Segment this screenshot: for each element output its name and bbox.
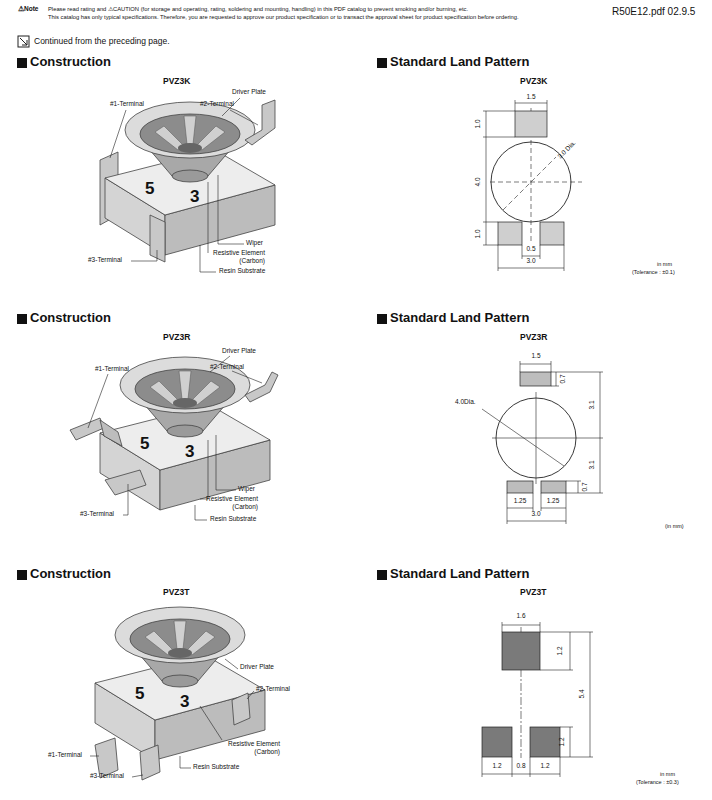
part-label: in mm	[657, 262, 672, 268]
dimension-value: 1.5	[531, 353, 540, 360]
dimension-value: 1.0	[475, 229, 482, 238]
part-label: #3-Terminal	[80, 511, 114, 518]
part-marking: 3	[190, 188, 199, 206]
part-label: Driver Plate	[222, 348, 256, 355]
dimension-value: 4.0	[475, 177, 482, 186]
part-label: (in mm)	[665, 524, 684, 530]
section-heading: Standard Land Pattern	[390, 311, 529, 325]
dimension-value: 1.2	[492, 763, 501, 770]
part-label: Driver Plate	[240, 664, 274, 671]
dimension-value: 5.4	[579, 689, 586, 698]
dimension-value: 3.1	[589, 460, 596, 469]
part-label: #1-Terminal	[48, 752, 82, 759]
part-label: Resin Substrate	[219, 268, 265, 275]
dimension-value: 3.0	[526, 258, 535, 265]
part-label: (Tolerance : ±0.1)	[632, 270, 675, 276]
dimension-value: 3.1	[589, 400, 596, 409]
dimension-value: 1.5	[526, 94, 535, 101]
part-label: in mm	[660, 772, 675, 778]
part-label: #3-Terminal	[88, 257, 122, 264]
part-label: #2-Terminal	[210, 364, 244, 371]
dimension-value: 1.2	[557, 646, 564, 655]
part-label: #1-Terminal	[95, 366, 129, 373]
section-heading: Standard Land Pattern	[390, 567, 529, 581]
part-marking: 3	[185, 443, 194, 461]
part-label: R50E12.pdf 02.9.5	[612, 7, 695, 18]
part-label: This catalog has only typical specificat…	[48, 14, 519, 20]
dimension-value: 0.8	[516, 763, 525, 770]
dimension-value: 0.5	[526, 246, 535, 253]
part-label: Wiper	[246, 240, 263, 247]
part-label: Resin Substrate	[193, 764, 239, 771]
section-heading: Construction	[30, 567, 111, 581]
part-label: Resin Substrate	[210, 516, 256, 523]
dimension-value: 1.2	[540, 763, 549, 770]
section-heading: Construction	[30, 55, 111, 69]
model-name: PVZ3T	[163, 588, 189, 597]
section-heading: Construction	[30, 311, 111, 325]
dimension-value: 3.0	[531, 511, 540, 518]
part-label: Resistive Element (Carbon)	[195, 249, 265, 265]
part-label: (Tolerance : ±0.3)	[636, 780, 679, 786]
model-name: PVZ3T	[520, 588, 546, 597]
part-label: Wiper	[238, 486, 255, 493]
part-label: #2-Terminal	[256, 686, 290, 693]
dimension-value: 1.6	[516, 613, 525, 620]
part-label: Resistive Element (Carbon)	[188, 495, 258, 511]
dimension-value: 1.25	[547, 498, 560, 505]
dimension-value: 1.25	[514, 498, 527, 505]
dimension-value: 0.7	[560, 374, 567, 383]
part-marking: 3	[180, 693, 189, 711]
part-label: #2-Terminal	[200, 101, 234, 108]
part-marking: 5	[135, 685, 144, 703]
dimension-value: 1.0	[475, 119, 482, 128]
dimension-value: 1.2	[559, 737, 566, 746]
part-label: #3-Terminal	[90, 773, 124, 780]
part-label: Continued from the preceding page.	[34, 37, 170, 46]
model-name: PVZ3R	[520, 333, 547, 342]
model-name: PVZ3K	[163, 77, 190, 86]
dimension-value: 0.7	[582, 482, 589, 491]
model-name: PVZ3K	[520, 77, 547, 86]
part-marking: 5	[140, 435, 149, 453]
model-name: PVZ3R	[163, 333, 190, 342]
part-label: 4.0Dia.	[455, 399, 476, 406]
part-label: Please read rating and ⚠CAUTION (for sto…	[48, 6, 468, 12]
part-label: Driver Plate	[232, 89, 266, 96]
dimension-value: 3.0 Dia.	[557, 140, 578, 161]
model-name: ⚠Note	[18, 6, 38, 13]
part-label: Resistive Element (Carbon)	[210, 740, 280, 756]
part-marking: 5	[145, 180, 154, 198]
section-heading: Standard Land Pattern	[390, 55, 529, 69]
part-label: #1-Terminal	[110, 101, 144, 108]
